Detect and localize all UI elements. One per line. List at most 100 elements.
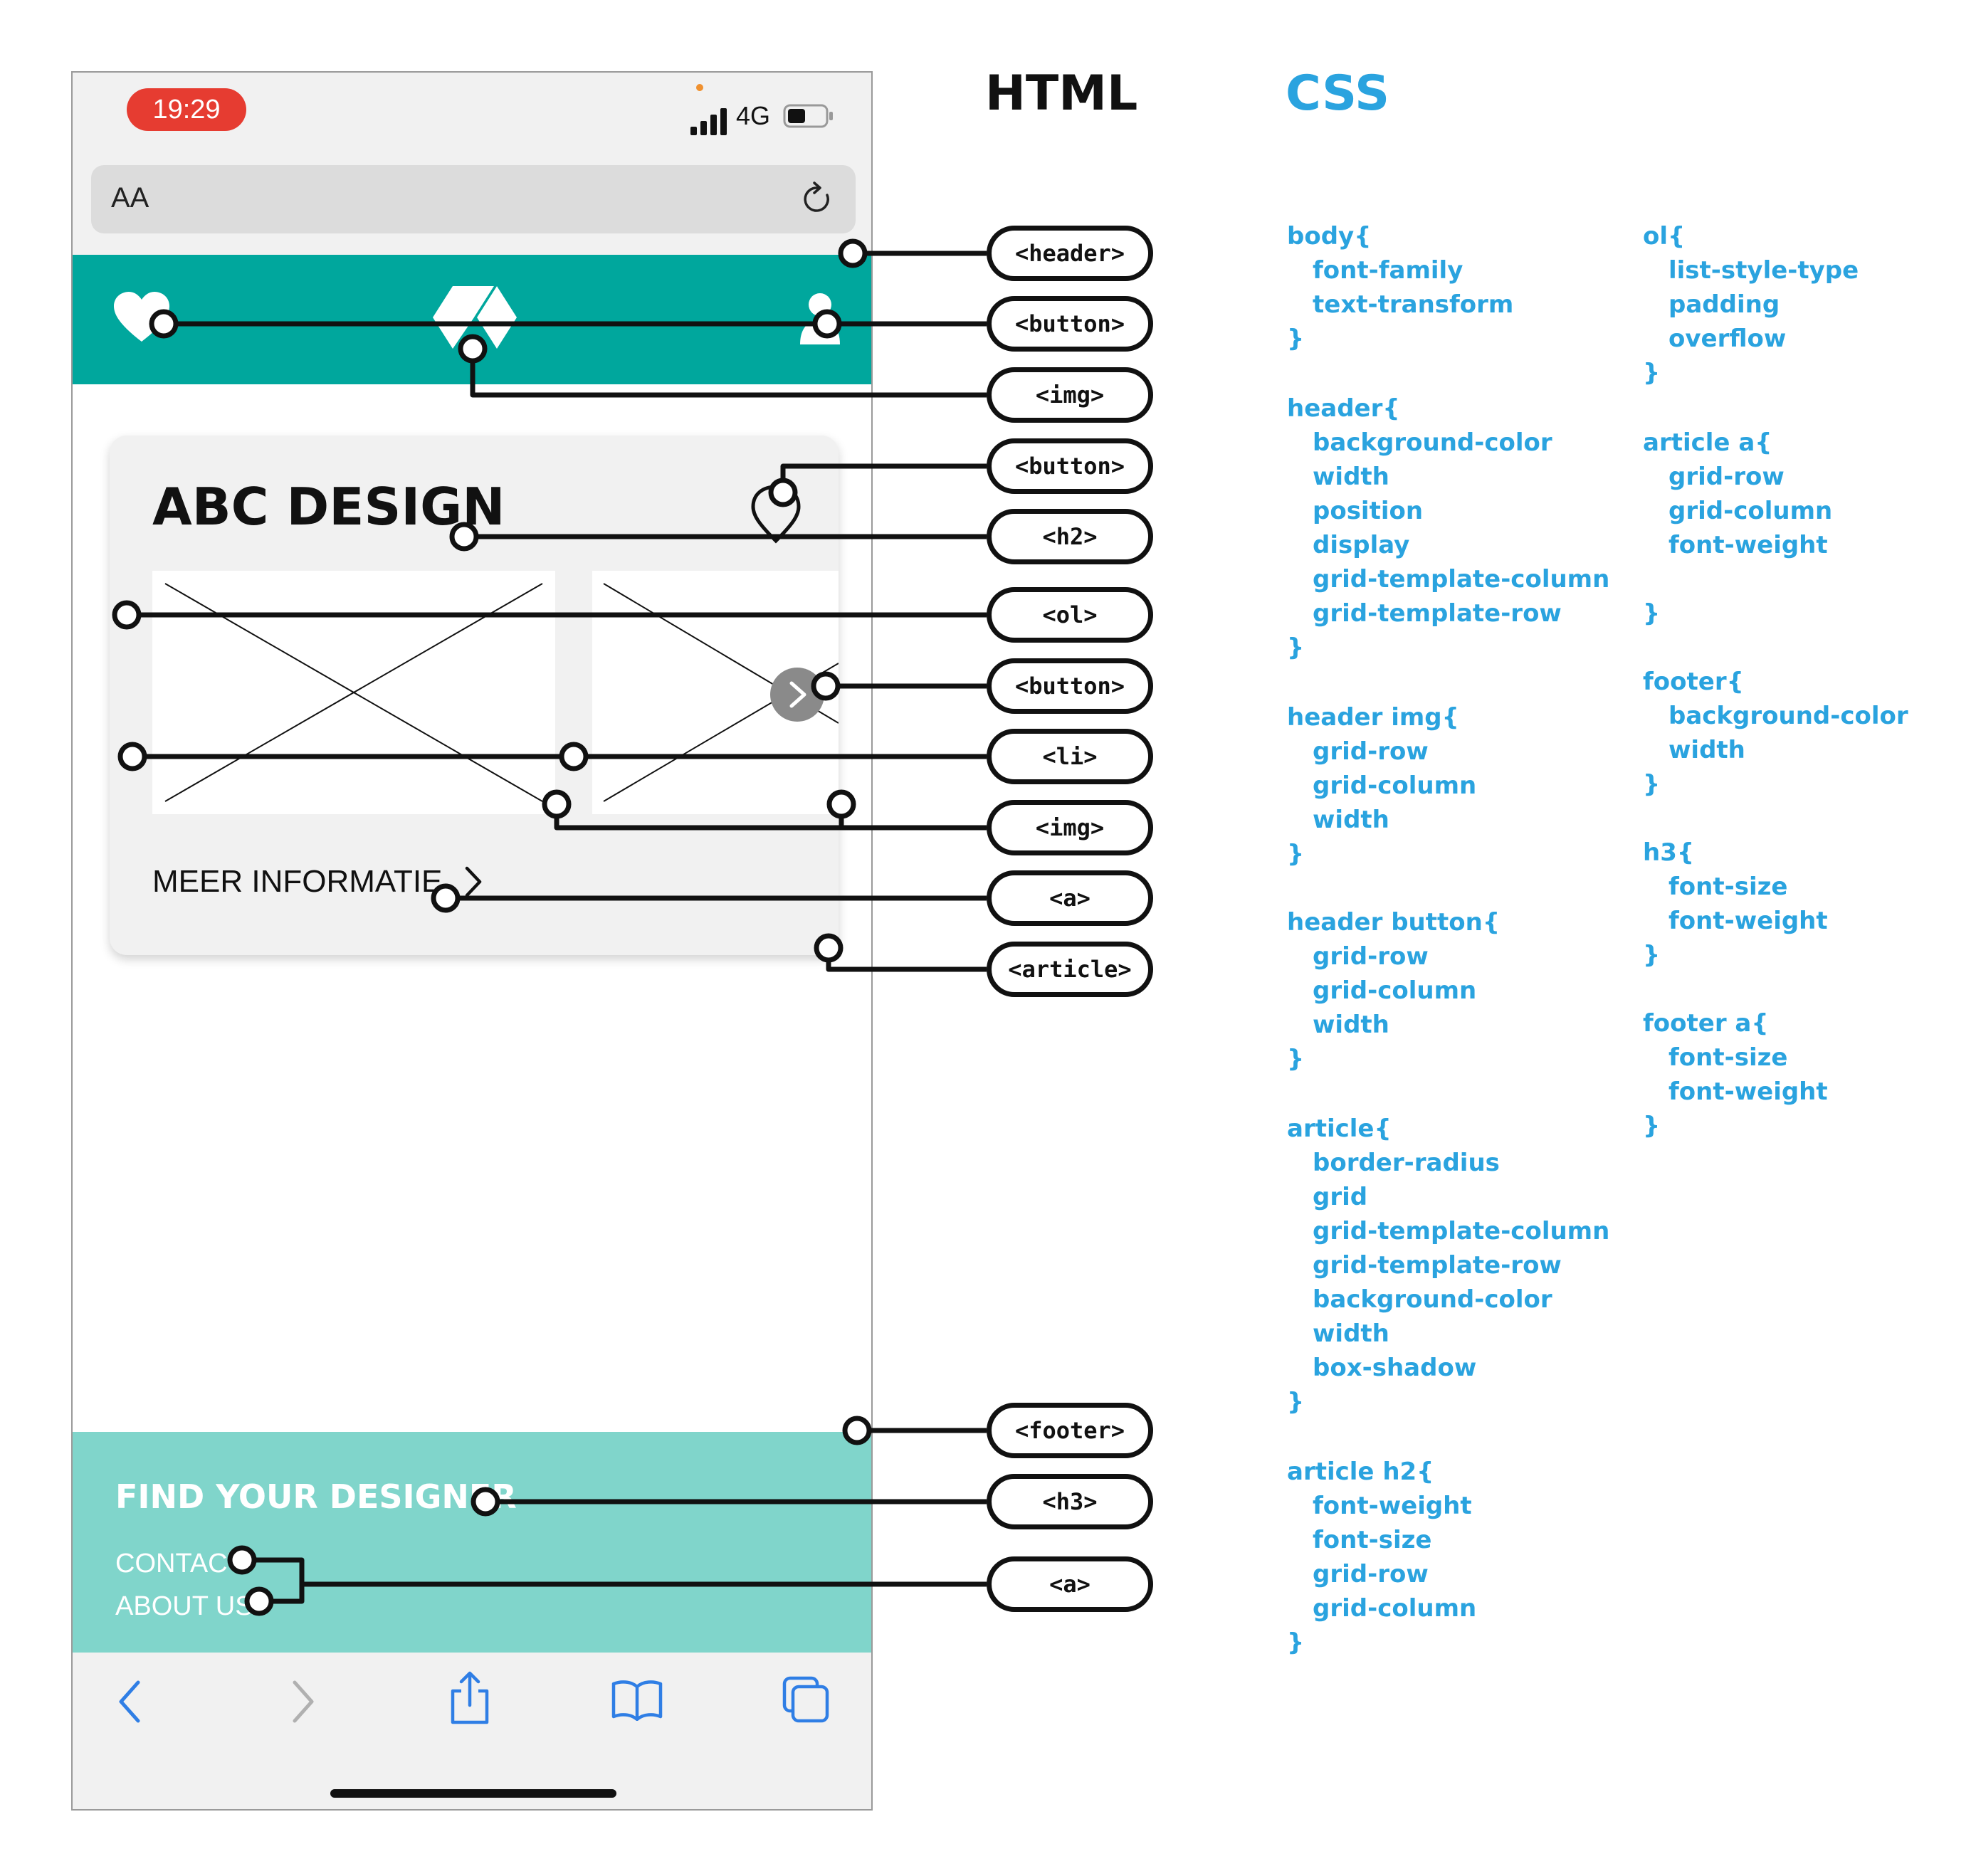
- tag-ol: <ol>: [987, 587, 1153, 643]
- tag-h2: <h2>: [987, 509, 1153, 564]
- share-icon[interactable]: [448, 1670, 491, 1727]
- css-property: grid-column: [1313, 1594, 1477, 1623]
- reload-icon[interactable]: [800, 181, 834, 218]
- css-property: overflow: [1668, 325, 1787, 353]
- html-column-heading: HTML: [985, 65, 1138, 122]
- css-property: font-weight: [1668, 531, 1828, 559]
- css-property: width: [1313, 1011, 1389, 1039]
- css-property: grid-row: [1668, 463, 1785, 491]
- css-selector: article{: [1287, 1114, 1392, 1143]
- footer-link-contact[interactable]: CONTACT: [115, 1549, 244, 1579]
- css-property: width: [1668, 736, 1745, 764]
- signal-icon: [690, 108, 727, 135]
- css-selector: article a{: [1643, 428, 1772, 457]
- css-property: padding: [1668, 290, 1780, 319]
- tag-img: <img>: [987, 367, 1153, 423]
- tag-li: <li>: [987, 729, 1153, 784]
- tag-article: <article>: [987, 942, 1153, 997]
- css-property: position: [1313, 497, 1424, 525]
- css-property: text-transform: [1313, 290, 1514, 319]
- css-selector: h3{: [1643, 838, 1695, 867]
- site-footer: [73, 1432, 871, 1653]
- css-selector: header{: [1287, 394, 1400, 423]
- css-property: border-radius: [1313, 1149, 1500, 1177]
- css-property: grid-row: [1313, 1560, 1429, 1588]
- footer-heading: FIND YOUR DESIGNER: [115, 1477, 517, 1516]
- css-property: font-size: [1668, 1043, 1788, 1072]
- css-property: display: [1313, 531, 1410, 559]
- css-rule-body: body{ font-family text-transform }: [1287, 219, 1513, 356]
- css-rule-header: header{ background-color width position …: [1287, 391, 1609, 665]
- battery-icon: [783, 104, 833, 128]
- css-selector: article h2{: [1287, 1458, 1434, 1486]
- css-rule-footer: footer{ background-color width }: [1643, 665, 1908, 801]
- css-property: grid-column: [1313, 976, 1477, 1005]
- css-selector: footer{: [1643, 668, 1744, 696]
- logo-icon: [433, 286, 517, 349]
- status-time: 19:29: [127, 88, 246, 131]
- css-property: grid-row: [1313, 942, 1429, 971]
- css-rule-header-img: header img{ grid-row grid-column width }: [1287, 700, 1476, 871]
- tag-button: <button>: [987, 296, 1153, 352]
- css-property: background-color: [1313, 428, 1552, 457]
- css-close-brace: }: [1287, 1628, 1305, 1657]
- home-indicator: [330, 1789, 616, 1798]
- css-close-brace: }: [1643, 770, 1661, 799]
- css-property: background-color: [1668, 702, 1908, 730]
- css-property: font-size: [1313, 1526, 1432, 1554]
- css-column-heading: CSS: [1286, 65, 1390, 122]
- css-property: width: [1313, 463, 1389, 491]
- bookmarks-icon[interactable]: [611, 1678, 663, 1721]
- css-property-blank: [1643, 562, 1832, 596]
- css-selector: header button{: [1287, 908, 1501, 937]
- tag-a: <a>: [987, 870, 1153, 926]
- css-close-brace: }: [1643, 599, 1661, 628]
- text-size-button[interactable]: AA: [111, 182, 149, 214]
- css-close-brace: }: [1287, 325, 1305, 353]
- css-rule-article: article{ border-radius grid grid-templat…: [1287, 1112, 1609, 1419]
- css-property: grid: [1313, 1183, 1368, 1211]
- privacy-dot: [696, 84, 703, 91]
- chevron-right-icon: [789, 681, 806, 708]
- css-property: font-weight: [1313, 1492, 1472, 1520]
- chevron-right-icon: [465, 866, 482, 897]
- css-property: font-family: [1313, 256, 1463, 285]
- tag-header: <header>: [987, 226, 1153, 281]
- css-close-brace: }: [1643, 941, 1661, 969]
- css-property: grid-template-row: [1313, 599, 1562, 628]
- forward-icon[interactable]: [286, 1678, 317, 1725]
- css-property: font-weight: [1668, 1077, 1828, 1106]
- css-rule-article-h2: article h2{ font-weight font-size grid-r…: [1287, 1455, 1476, 1660]
- css-rule-footer-a: footer a{ font-size font-weight }: [1643, 1006, 1828, 1143]
- css-rule-h3: h3{ font-size font-weight }: [1643, 836, 1828, 972]
- footer-link-about[interactable]: ABOUT US: [115, 1591, 253, 1621]
- css-property: box-shadow: [1313, 1354, 1477, 1382]
- back-icon[interactable]: [115, 1678, 147, 1725]
- css-property: list-style-type: [1668, 256, 1859, 285]
- image-placeholder: [152, 571, 555, 814]
- browser-toolbar: [73, 1653, 871, 1809]
- tag-a: <a>: [987, 1556, 1153, 1612]
- css-property: width: [1313, 806, 1389, 834]
- tag-footer: <footer>: [987, 1403, 1153, 1458]
- css-rule-header-button: header button{ grid-row grid-column widt…: [1287, 905, 1500, 1076]
- tabs-icon[interactable]: [782, 1675, 830, 1724]
- css-close-brace: }: [1287, 840, 1305, 868]
- tag-button: <button>: [987, 658, 1153, 714]
- network-label: 4G: [736, 101, 771, 130]
- css-selector: ol{: [1643, 222, 1686, 251]
- css-rule-article-a: article a{ grid-row grid-column font-wei…: [1643, 426, 1832, 631]
- more-info-link[interactable]: MEER INFORMATIE: [152, 864, 443, 899]
- css-close-brace: }: [1287, 1388, 1305, 1416]
- article-title: ABC DESIGN: [152, 477, 505, 537]
- css-property: grid-template-row: [1313, 1251, 1562, 1280]
- css-rule-ol: ol{ list-style-type padding overflow }: [1643, 219, 1859, 390]
- css-close-brace: }: [1287, 633, 1305, 662]
- css-property: background-color: [1313, 1285, 1552, 1314]
- css-selector: body{: [1287, 222, 1372, 251]
- css-selector: header img{: [1287, 703, 1459, 732]
- css-property: width: [1313, 1319, 1389, 1348]
- css-property: grid-template-column: [1313, 565, 1610, 594]
- css-property: font-weight: [1668, 907, 1828, 935]
- address-bar[interactable]: [91, 165, 856, 233]
